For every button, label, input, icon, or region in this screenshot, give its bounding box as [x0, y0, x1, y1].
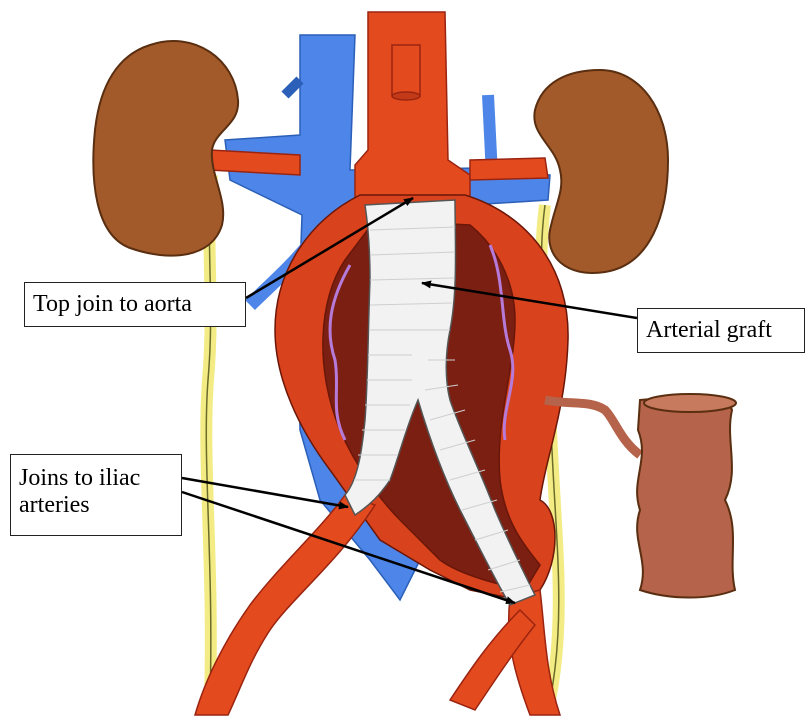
label-iliac-line1: Joins to iliac: [19, 465, 173, 492]
bowel-segment: [545, 394, 736, 598]
aorta: [210, 12, 548, 200]
label-joins-to-iliac-arteries: Joins to iliac arteries: [10, 454, 182, 536]
label-top-join-to-aorta: Top join to aorta: [24, 282, 246, 327]
label-arterial-graft: Arterial graft: [637, 308, 805, 353]
label-iliac-line2: arteries: [19, 492, 173, 519]
